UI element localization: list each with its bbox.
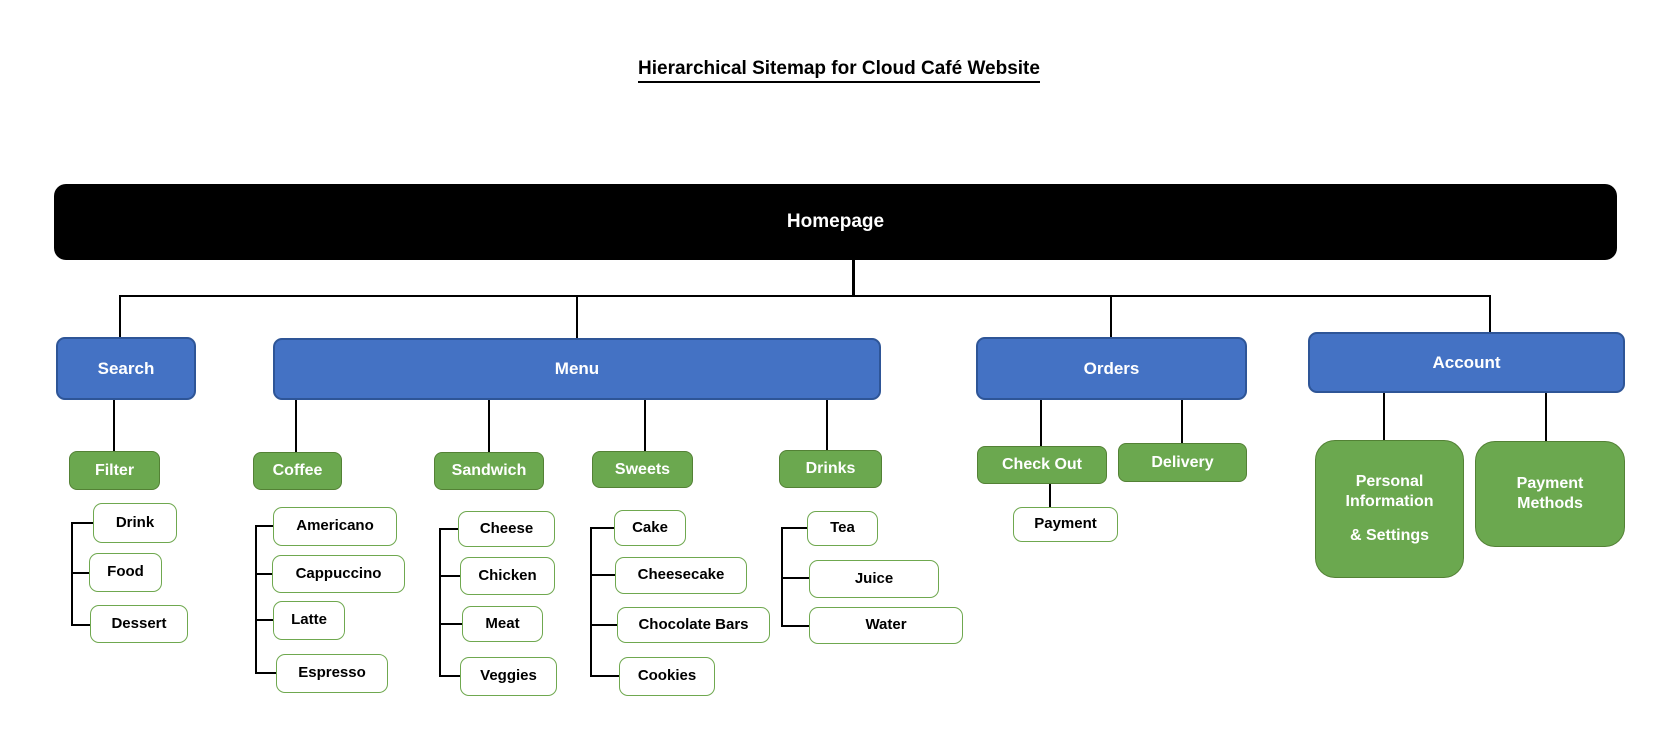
bracket-stub-tea	[781, 527, 807, 529]
node-veggies: Veggies	[460, 657, 557, 696]
connector-stub-sweets	[644, 400, 646, 451]
node-cheesecake: Cheesecake	[615, 557, 747, 594]
connector-stub-menu	[576, 295, 578, 338]
connector-stub-delivery	[1181, 400, 1183, 443]
node-chicken: Chicken	[460, 557, 555, 595]
diagram-title: Hierarchical Sitemap for Cloud Café Webs…	[638, 58, 1040, 83]
node-sublabel: & Settings	[1349, 527, 1430, 544]
node-menu: Menu	[273, 338, 881, 400]
connector-stub-payment-methods	[1545, 393, 1547, 441]
node-label: Payment Methods	[1516, 475, 1584, 512]
bracket-stub-latte	[255, 619, 273, 621]
node-tea: Tea	[807, 511, 878, 546]
node-cappuccino: Cappuccino	[272, 555, 405, 593]
connector-stub-payment	[1049, 484, 1051, 507]
bracket-stub-juice	[781, 577, 809, 579]
node-chocolate-bars: Chocolate Bars	[617, 607, 770, 643]
bracket-coffee	[255, 525, 257, 674]
node-personal-information-settings: Personal Information & Settings	[1315, 440, 1464, 578]
bracket-stub-espresso	[255, 672, 276, 674]
bracket-sandwich	[439, 528, 441, 677]
node-check-out: Check Out	[977, 446, 1107, 484]
node-search: Search	[56, 337, 196, 400]
node-food: Food	[89, 553, 162, 592]
node-dessert: Dessert	[90, 605, 188, 643]
node-orders: Orders	[976, 337, 1247, 400]
node-cheese: Cheese	[458, 511, 555, 547]
node-payment: Payment	[1013, 507, 1118, 542]
bracket-stub-veggies	[439, 675, 460, 677]
diagram-title-wrap: Hierarchical Sitemap for Cloud Café Webs…	[0, 58, 1678, 83]
bracket-stub-water	[781, 625, 809, 627]
bracket-stub-americano	[255, 525, 273, 527]
bracket-stub-food	[71, 572, 89, 574]
node-coffee: Coffee	[253, 452, 342, 490]
bracket-stub-dessert	[71, 624, 90, 626]
node-homepage: Homepage	[54, 184, 1617, 260]
node-drink: Drink	[93, 503, 177, 543]
node-sandwich: Sandwich	[434, 452, 544, 490]
bracket-stub-cake	[590, 527, 614, 529]
node-latte: Latte	[273, 601, 345, 640]
bracket-stub-drink	[71, 522, 93, 524]
bracket-stub-cheese	[439, 528, 458, 530]
node-label: Personal Information	[1345, 473, 1434, 510]
bracket-filter	[71, 522, 73, 626]
node-water: Water	[809, 607, 963, 644]
node-cake: Cake	[614, 510, 686, 546]
node-delivery: Delivery	[1118, 443, 1247, 482]
node-espresso: Espresso	[276, 654, 388, 693]
node-cookies: Cookies	[619, 657, 715, 696]
bracket-stub-cappuccino	[255, 573, 272, 575]
connector-stub-personal-info	[1383, 393, 1385, 440]
bracket-stub-chicken	[439, 575, 460, 577]
node-sweets: Sweets	[592, 451, 693, 488]
connector-stub-search	[119, 295, 121, 337]
node-filter: Filter	[69, 451, 160, 490]
connector-stub-sandwich	[488, 400, 490, 452]
bracket-stub-cheesecake	[590, 574, 615, 576]
connector-stub-drinks	[826, 400, 828, 450]
connector-stub-orders	[1110, 295, 1112, 337]
node-meat: Meat	[462, 606, 543, 642]
bracket-stub-chocolate-bars	[590, 624, 617, 626]
node-americano: Americano	[273, 507, 397, 546]
connector-stub-account	[1489, 295, 1491, 332]
bracket-sweets	[590, 527, 592, 677]
connector-level1-bus	[119, 295, 1491, 297]
node-drinks: Drinks	[779, 450, 882, 488]
bracket-stub-meat	[439, 623, 462, 625]
connector-stub-checkout	[1040, 400, 1042, 446]
connector-stub-filter	[113, 400, 115, 451]
node-account: Account	[1308, 332, 1625, 393]
node-juice: Juice	[809, 560, 939, 598]
bracket-stub-cookies	[590, 675, 619, 677]
node-payment-methods: Payment Methods	[1475, 441, 1625, 547]
connector-stub-coffee	[295, 400, 297, 452]
connector-root-drop	[852, 260, 855, 297]
